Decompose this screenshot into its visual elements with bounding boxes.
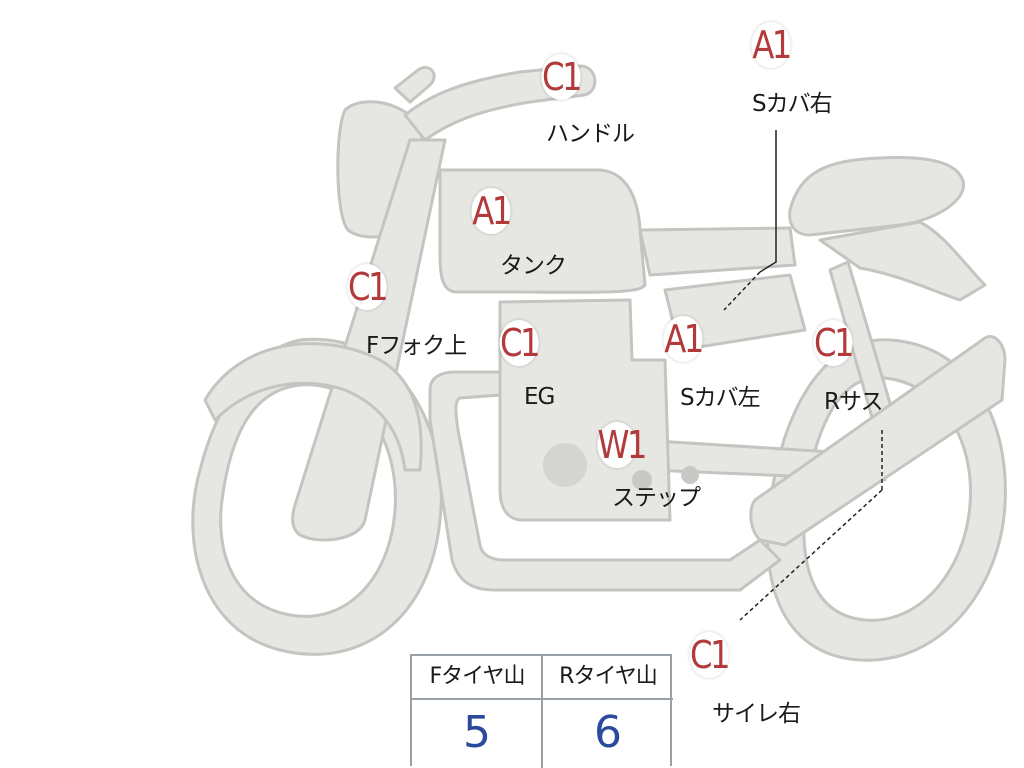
grade-badge: C1 (813, 320, 855, 366)
rear-frame (638, 226, 797, 277)
grade-badge: A1 (751, 22, 792, 68)
part-label: EG (524, 384, 555, 410)
part-label: タンク (500, 253, 567, 279)
grade-badge: W1 (597, 422, 647, 468)
grade-badge: C1 (689, 632, 731, 678)
part-label: Rサス (824, 389, 884, 415)
rear-tire-header: Rタイヤ山 (543, 656, 673, 700)
part-label: サイレ右 (712, 701, 801, 727)
grade-badge: A1 (471, 188, 512, 234)
front-tire-value: 5 (463, 707, 491, 758)
engine-cover (543, 443, 587, 487)
part-label: Fフォク上 (366, 333, 467, 359)
part-label: Sカバ左 (680, 385, 761, 411)
grade-badge: C1 (499, 320, 541, 366)
step-peg (632, 470, 652, 490)
part-label: ステップ (612, 485, 701, 511)
front-fork (291, 138, 447, 542)
mirror (393, 66, 436, 104)
seat (788, 156, 965, 237)
front-tire-header: Fタイヤ山 (412, 656, 542, 700)
step-peg-2 (681, 466, 699, 484)
leader-side-cover-right (759, 130, 777, 273)
table-divider (541, 656, 543, 768)
grade-badge: A1 (663, 316, 704, 362)
muffler (749, 335, 1007, 547)
leader-lines (723, 130, 883, 621)
exhaust-pipe (428, 370, 782, 592)
front-fender (203, 342, 423, 472)
grade-badge: C1 (347, 264, 389, 310)
rear-cowl (818, 220, 987, 302)
leader-side-cover-right-dash (723, 271, 761, 311)
tire-tread-table: Fタイヤ山 Rタイヤ山 5 6 (410, 654, 673, 768)
part-label: ハンドル (546, 121, 635, 147)
rear-wheel (766, 338, 1007, 662)
rear-tire-value: 6 (594, 707, 622, 758)
grade-badge: C1 (541, 54, 583, 100)
part-label: Sカバ右 (752, 91, 833, 117)
